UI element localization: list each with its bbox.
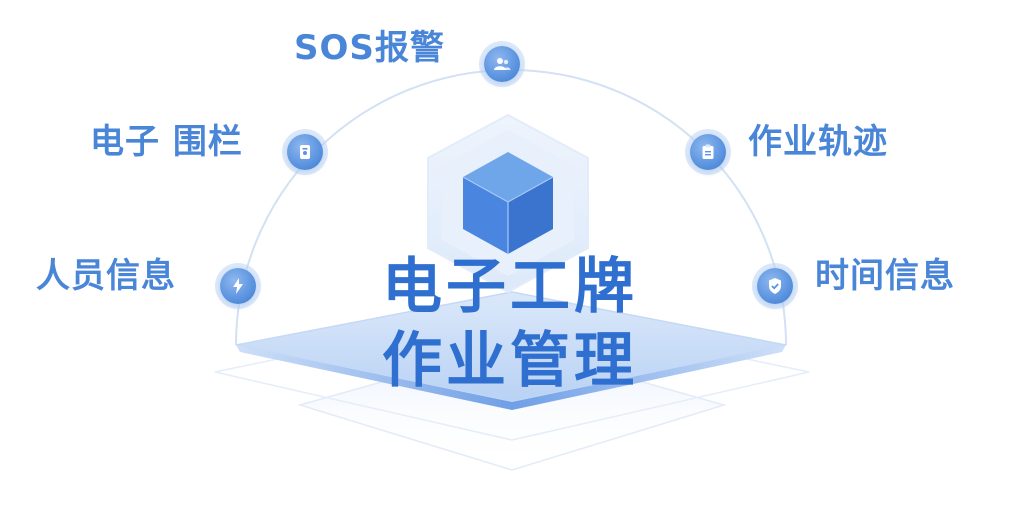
bolt-icon	[220, 268, 256, 304]
title-line-2: 作业管理	[382, 326, 638, 396]
clipboard-icon	[690, 134, 726, 170]
badge-icon	[287, 134, 323, 170]
title-line-1: 电子工牌	[382, 252, 638, 322]
users-icon	[484, 46, 520, 82]
label-electronic-fence: 电子 围栏	[90, 122, 243, 162]
platform-edge-left	[236, 345, 512, 410]
label-sos-alarm: SOS报警	[294, 28, 445, 68]
label-personnel-info: 人员信息	[36, 256, 176, 296]
shield-check-icon	[757, 268, 793, 304]
label-work-trajectory: 作业轨迹	[748, 122, 888, 162]
label-time-info: 时间信息	[815, 256, 955, 296]
platform-edge-right	[512, 345, 786, 410]
